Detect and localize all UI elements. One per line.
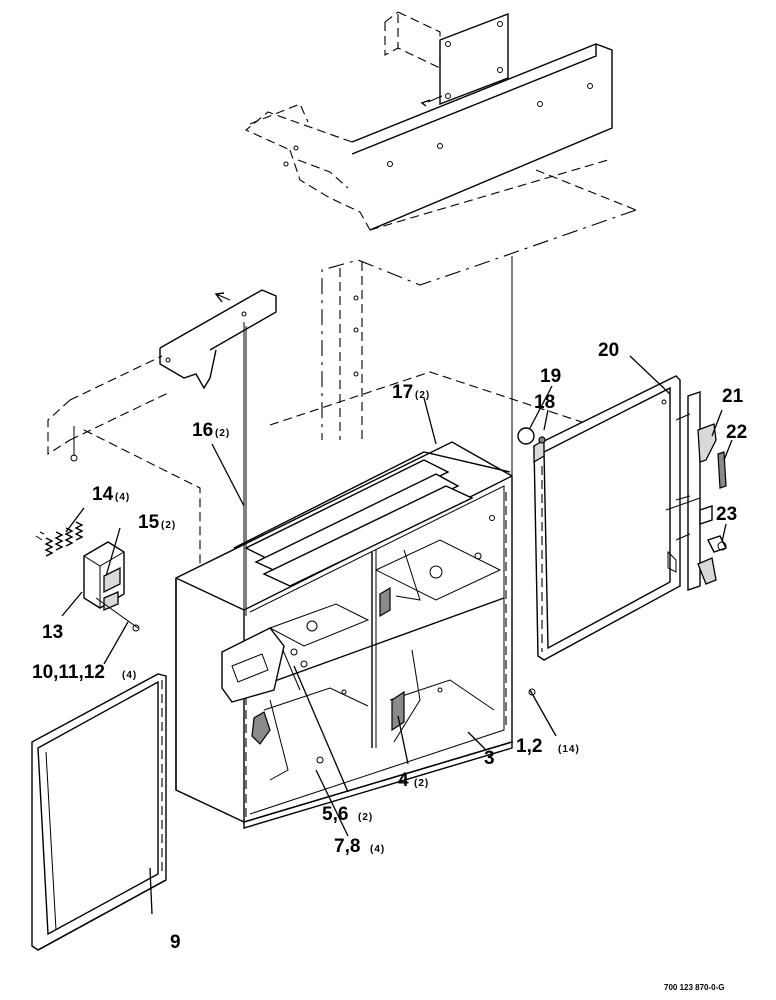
upper-frame-beam	[244, 43, 637, 440]
callout-1-qty: (14)	[558, 744, 580, 755]
latch-rod-assembly	[665, 391, 727, 591]
callout-7-qty: (4)	[370, 844, 385, 855]
callout-19-number: 19	[540, 366, 561, 387]
callout-20-number: 20	[598, 340, 619, 361]
leader-lines	[61, 355, 733, 915]
spring-parts	[35, 521, 84, 557]
callout-10-qty: (4)	[122, 670, 137, 681]
vertical-rods	[243, 256, 513, 620]
callout-16-number: 16	[192, 420, 213, 441]
callout-17-qty: (2)	[415, 390, 430, 401]
callout-5-qty: (2)	[358, 812, 373, 823]
callout-23-number: 23	[716, 504, 737, 525]
round-plug-part	[517, 427, 546, 445]
callout-15-qty: (2)	[161, 520, 176, 531]
callout-17-number: 17	[392, 382, 413, 403]
drawing-number: 700 123 870-0-G	[664, 983, 725, 992]
callout-1-number: 1,2	[516, 736, 542, 757]
callout-9-number: 9	[170, 932, 181, 953]
callout-16-qty: (2)	[215, 428, 230, 439]
callout-4-number: 4	[398, 770, 409, 791]
callout-14-number: 14	[92, 484, 114, 505]
hinge-bracket-assembly	[83, 541, 140, 632]
callout-14-qty: (4)	[115, 492, 130, 503]
callout-5-number: 5,6	[322, 804, 348, 825]
callout-22-number: 22	[726, 422, 747, 443]
right-door-panel	[533, 375, 681, 661]
callout-10-number: 10,11,12	[32, 662, 105, 683]
callout-4-qty: (2)	[414, 778, 429, 789]
callout-15-number: 15	[138, 512, 160, 533]
callout-3-number: 3	[484, 748, 495, 769]
callout-7-number: 7,8	[334, 836, 360, 857]
main-cabinet-box	[175, 441, 536, 829]
callout-18-number: 18	[534, 392, 555, 413]
left-door-panel	[31, 673, 167, 951]
top-mounting-bracket	[384, 11, 509, 107]
callout-21-number: 21	[722, 386, 744, 407]
callout-labels: 20 19 18 21 22 23 17 (2) 16 (2) 14 (4) 1…	[32, 340, 747, 992]
callout-13-number: 13	[42, 622, 63, 643]
